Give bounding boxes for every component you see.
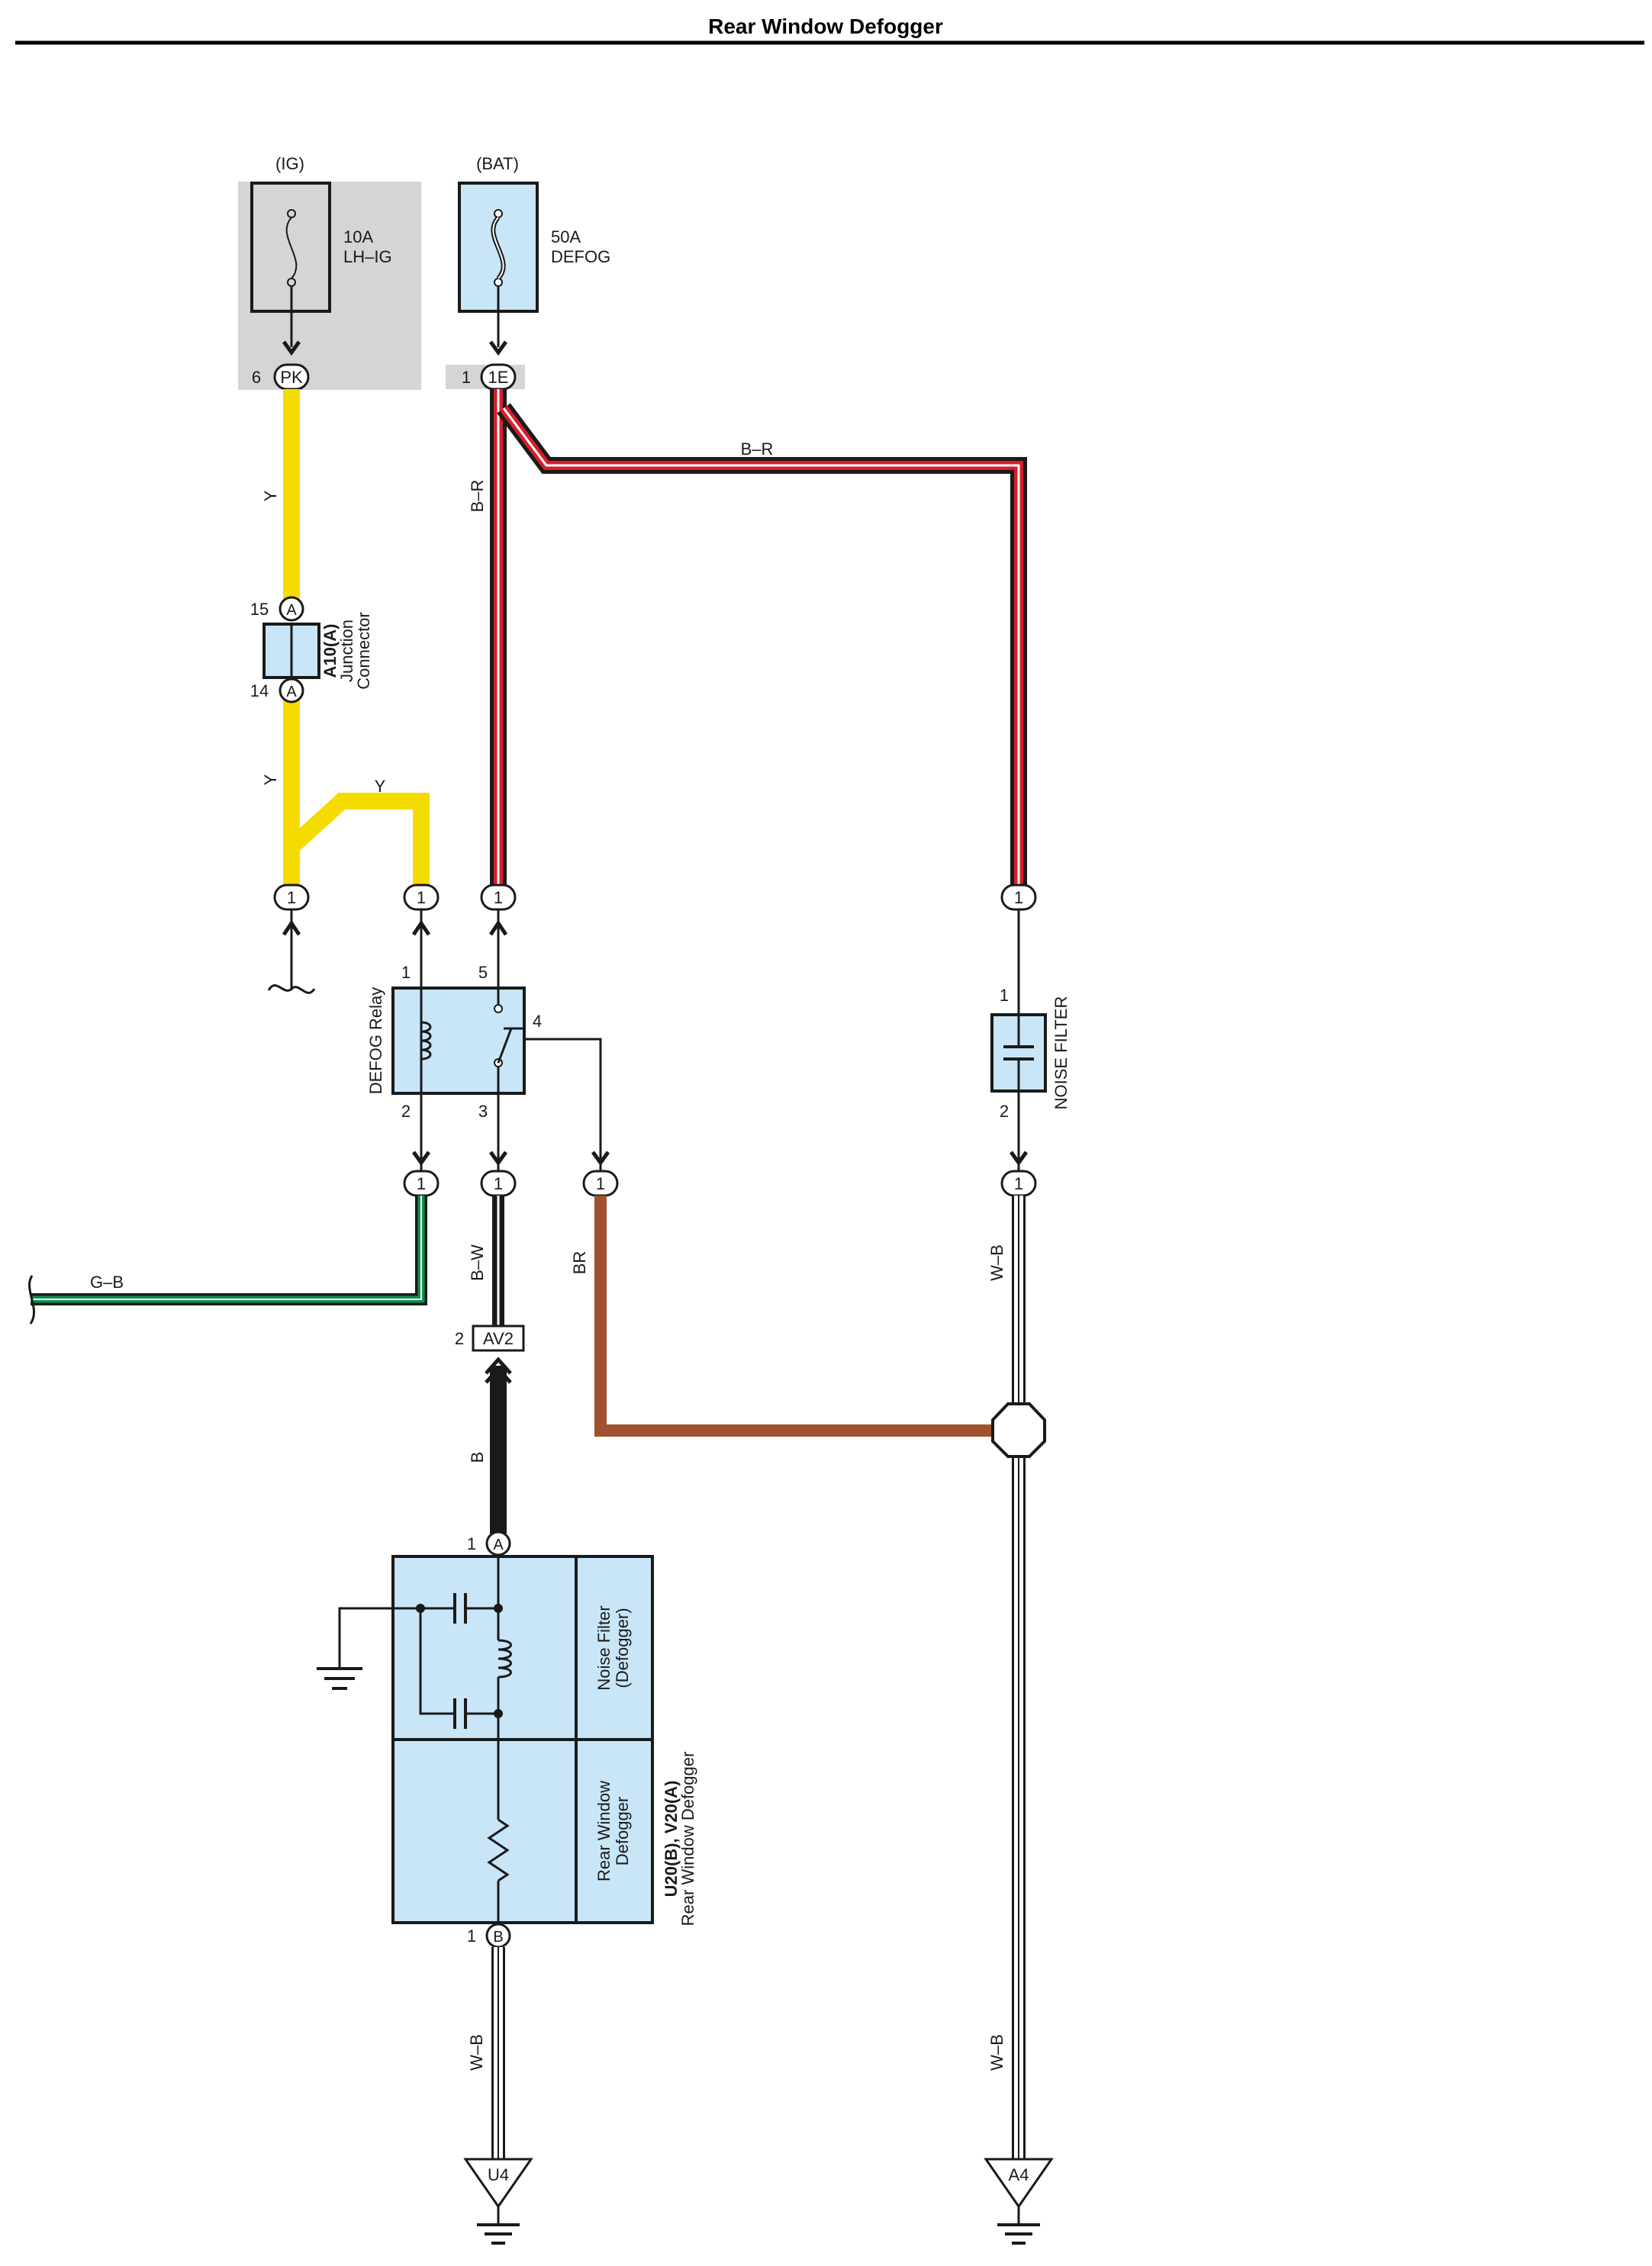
wire-label-wb-left: W–B <box>467 2034 486 2071</box>
defogger-pin-b: B <box>493 1929 503 1946</box>
relay-pin-3: 3 <box>478 1102 488 1121</box>
ground-u4-label: U4 <box>488 2165 509 2184</box>
brown-wire: BR <box>570 1196 996 1437</box>
wire-label-wb-right-lower: W–B <box>987 2034 1006 2071</box>
yellow-wires: Y Y Y <box>261 389 430 885</box>
page-title: Rear Window Defogger <box>708 14 943 38</box>
connector-lower-3: 1 <box>582 1170 619 1197</box>
relay-pin-5: 5 <box>478 963 488 982</box>
junction-top-connector: A <box>286 602 297 619</box>
defog-relay: 1 5 4 2 3 DEFOG Relay <box>366 963 542 1121</box>
connector-lower-4: 1 <box>1000 1170 1037 1197</box>
wb-wire-right: W–B W–B <box>987 1196 1026 2159</box>
1e-pin-number: 1 <box>462 368 471 387</box>
noise-filter-name: NOISE FILTER <box>1051 996 1071 1110</box>
relay-pin-4: 4 <box>533 1012 542 1031</box>
connector-lower-1-pin: 1 <box>417 1174 426 1193</box>
wire-label-y-lower: Y <box>261 774 280 785</box>
defogger-pin-a: A <box>493 1537 504 1553</box>
arrow-relay-2 <box>411 1151 431 1167</box>
connector-upper-4-pin: 1 <box>1014 888 1023 907</box>
br-wires: B–R B–R <box>468 389 1027 885</box>
wire-label-y-branch: Y <box>375 777 386 796</box>
bat-fuse-name: DEFOG <box>551 247 610 266</box>
relay-output-4 <box>524 1038 602 1171</box>
noise-filter: 1 2 NOISE FILTER <box>990 986 1071 1171</box>
wire-label-br-top: B–R <box>741 439 774 459</box>
av2-connector: AV2 2 <box>455 1325 525 1352</box>
defogger-pin-b-num: 1 <box>467 1926 476 1946</box>
connector-lower-2: 1 <box>480 1170 517 1197</box>
arrow-relay-4 <box>591 1151 610 1167</box>
junction-bottom-connector: A <box>286 684 297 700</box>
connector-lower-2-pin: 1 <box>494 1174 503 1193</box>
pk-pin-number: 6 <box>252 368 261 387</box>
connector-upper-3-pin: 1 <box>494 888 503 907</box>
wire-label-b: B <box>468 1452 487 1463</box>
ground-u4: U4 <box>463 2158 533 2245</box>
wire-label-br-left: B–R <box>468 480 487 513</box>
connector-upper-1-pin: 1 <box>287 888 296 907</box>
wire-label-br-brown: BR <box>570 1251 589 1275</box>
relay-pin-2: 2 <box>401 1102 411 1121</box>
wire-label-wb-right: W–B <box>987 1244 1006 1281</box>
wire-label-y-upper: Y <box>261 490 280 501</box>
1e-connector-label: 1E <box>488 368 509 387</box>
defogger-nf-line1: Noise Filter <box>594 1605 613 1690</box>
wb-wire-left: W–B <box>467 1947 505 2159</box>
gb-wire: G–B <box>28 1196 427 1325</box>
junction-bottom-pin: 14 <box>250 681 269 700</box>
connector-upper-4: 1 <box>1000 884 1037 1015</box>
defogger-pin-a-num: 1 <box>467 1534 476 1553</box>
wire-label-gb: G–B <box>90 1273 124 1292</box>
connector-lower-1: 1 <box>403 1170 440 1197</box>
junction-top-pin: 15 <box>250 600 269 619</box>
arrow-relay-3 <box>488 1151 508 1167</box>
1e-connector: 1E 1 <box>462 340 517 391</box>
defogger-code: U20(B), V20(A) <box>662 1781 681 1897</box>
ground-a4-label: A4 <box>1009 2165 1029 2184</box>
defogger-nf-line2: (Defogger) <box>613 1608 632 1688</box>
bat-source-label: (BAT) <box>476 154 519 173</box>
lower-connector-row: 1 1 1 1 <box>403 1170 1037 1197</box>
bat-fuse-rating: 50A <box>551 227 581 246</box>
bw-wire: B–W <box>468 1196 504 1326</box>
noise-filter-pin-out: 2 <box>1000 1102 1009 1121</box>
splice-point <box>991 1402 1046 1458</box>
junction-code: A10(A) <box>320 624 340 678</box>
pk-connector-label: PK <box>280 368 303 387</box>
defogger-rd-line2: Defogger <box>613 1797 632 1866</box>
relay-name: DEFOG Relay <box>366 987 385 1095</box>
ig-fuse-name: LH–IG <box>343 247 392 266</box>
rear-defogger-assembly: A 1 B 1 Noise Filter <box>317 1531 697 1949</box>
connector-lower-4-pin: 1 <box>1014 1174 1023 1193</box>
wire-label-bw: B–W <box>468 1244 487 1281</box>
av2-pin: 2 <box>455 1329 464 1348</box>
connector-upper-3: 1 <box>480 884 517 988</box>
connector-upper-2-pin: 1 <box>417 888 426 907</box>
av2-label: AV2 <box>483 1329 514 1348</box>
connector-upper-2: 1 <box>403 884 440 988</box>
upper-connector-row: 1 1 1 1 <box>267 884 1037 1015</box>
defogger-name: Rear Window Defogger <box>678 1752 697 1926</box>
ig-fuse: (IG) 10A LH–IG <box>250 154 392 347</box>
ig-source-label: (IG) <box>275 154 304 173</box>
defogger-rd-line1: Rear Window <box>594 1781 613 1881</box>
junction-name-1: Junction <box>337 620 356 682</box>
junction-name-2: Connector <box>354 612 373 690</box>
noise-filter-pin-in: 1 <box>1000 986 1009 1005</box>
connector-upper-1: 1 <box>267 884 316 994</box>
junction-connector-a10: A A 15 14 A10(A) Junction Connector <box>250 596 373 703</box>
pk-connector: PK 6 <box>252 340 310 391</box>
ground-a4: A4 <box>984 2158 1054 2245</box>
b-wire: B <box>468 1357 512 1534</box>
connector-lower-3-pin: 1 <box>596 1174 605 1193</box>
relay-pin-1: 1 <box>401 963 411 982</box>
ig-fuse-rating: 10A <box>343 227 373 246</box>
bat-fuse: (BAT) 50A DEFOG <box>458 154 610 347</box>
